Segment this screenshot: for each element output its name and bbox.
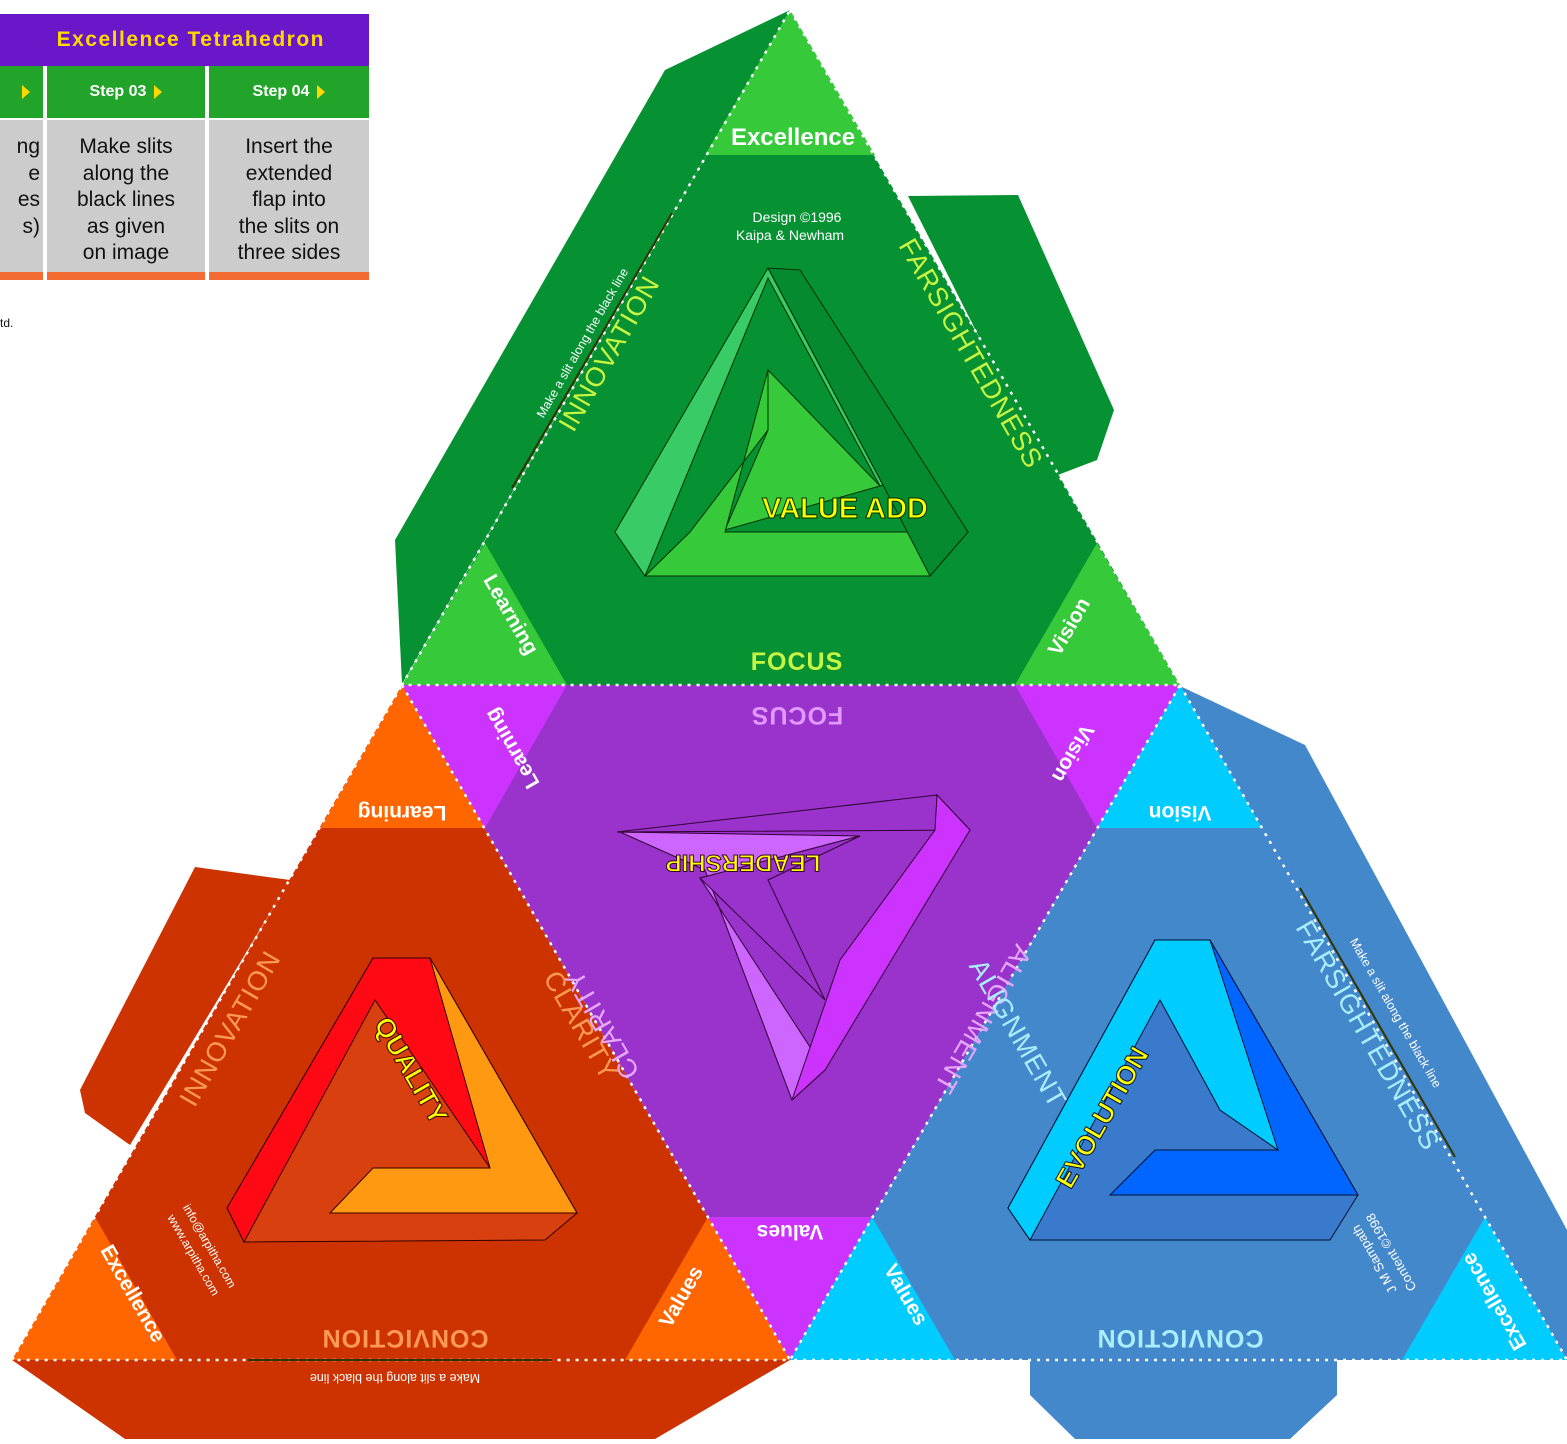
step-03-header: Step 03 — [47, 66, 205, 118]
left-face-corners — [12, 685, 790, 1360]
top-face-corners — [402, 10, 1180, 685]
left-bottom-label: CONVICTION — [322, 1324, 489, 1352]
step-02-header — [0, 66, 43, 118]
center-corner-values: Values — [757, 1220, 824, 1243]
triangle-right-icon — [317, 85, 326, 99]
step-04-body: Insert the extended flap into the slits … — [209, 120, 369, 280]
bottom-right-flap — [1030, 1360, 1337, 1439]
step-02-body: ng e es s) — [0, 120, 43, 280]
left-slit-text: Make a slit along the black line — [310, 1371, 480, 1385]
top-design-credit-2: Kaipa & Newham — [736, 227, 844, 243]
instructions-panel: Excellence Tetrahedron Step 03 Step 04 n… — [0, 14, 369, 282]
center-top-label: FOCUS — [751, 701, 844, 729]
credit-fragment: td. — [0, 316, 14, 330]
triangle-right-icon — [21, 85, 30, 99]
fold-lines — [9, 7, 1567, 1362]
top-impossible-triangle — [614, 266, 970, 578]
right-corner-vision: Vision — [1149, 801, 1212, 824]
center-impossible-triangle — [616, 793, 972, 1101]
right-bottom-label: CONVICTION — [1097, 1324, 1264, 1352]
top-design-credit-1: Design ©1996 — [753, 209, 842, 225]
left-corner-learning: Learning — [358, 801, 447, 824]
right-face-corners — [790, 685, 1567, 1360]
step-03-body: Make slits along the black lines as give… — [47, 120, 205, 280]
right-impossible-triangle — [1007, 939, 1359, 1241]
slit-lines — [248, 212, 1456, 1361]
step-04-header: Step 04 — [209, 66, 369, 118]
center-center-label: LEADERSHIP — [666, 849, 821, 876]
bottom-left-flap — [12, 1360, 790, 1439]
center-face-corners — [402, 685, 1180, 1360]
top-center-label: VALUE ADD — [762, 493, 928, 525]
top-face — [402, 10, 1180, 685]
top-corner-label: Excellence — [731, 124, 855, 151]
top-left-flap — [395, 10, 790, 684]
panel-title: Excellence Tetrahedron — [0, 14, 369, 66]
left-impossible-triangle — [226, 957, 578, 1244]
top-bottom-label: FOCUS — [751, 648, 844, 676]
top-right-flap — [908, 195, 1114, 478]
left-side-flap — [80, 867, 290, 1145]
triangle-right-icon — [154, 85, 163, 99]
